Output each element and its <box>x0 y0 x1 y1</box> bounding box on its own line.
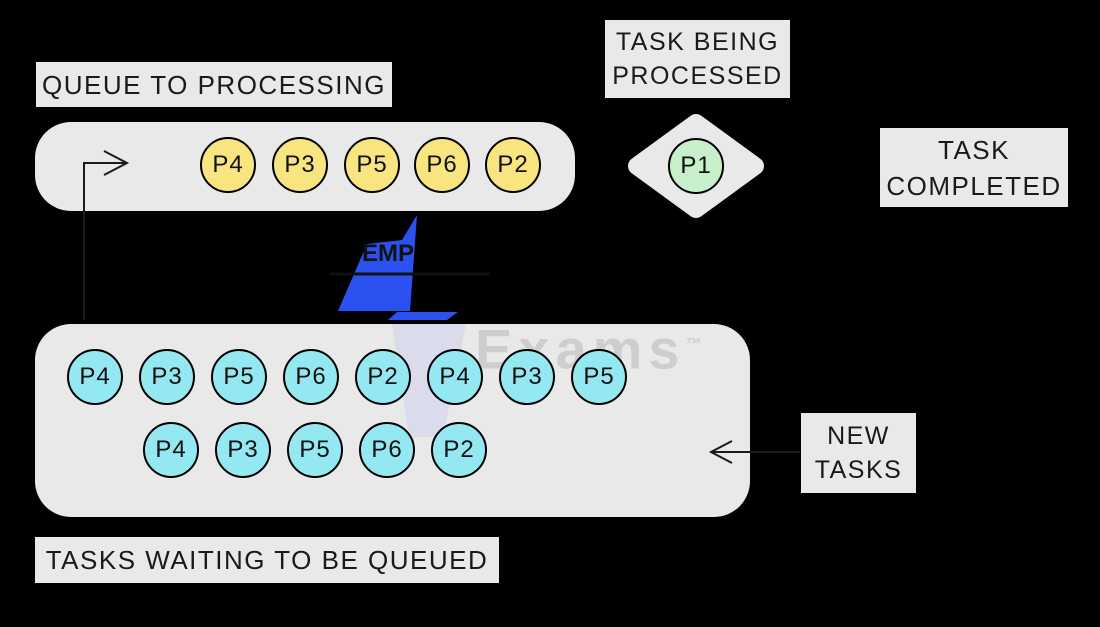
waiting-item: P4 <box>427 349 483 405</box>
watermark-tm: ™ <box>685 336 702 353</box>
task-completed-label: TASK COMPLETED <box>880 128 1068 207</box>
waiting-item: P4 <box>67 349 123 405</box>
processing-item: P1 <box>668 138 724 194</box>
queue-item: P5 <box>344 137 400 193</box>
queue-to-processing-label: QUEUE TO PROCESSING <box>36 62 392 107</box>
task-being-processed-label: TASK BEING PROCESSED <box>605 20 790 98</box>
waiting-item: P4 <box>143 422 199 478</box>
waiting-item: P5 <box>287 422 343 478</box>
waiting-item: P2 <box>431 422 487 478</box>
waiting-item: P3 <box>139 349 195 405</box>
tasks-waiting-label: TASKS WAITING TO BE QUEUED <box>35 537 499 583</box>
waiting-item: P5 <box>211 349 267 405</box>
waiting-item: P3 <box>499 349 555 405</box>
waiting-item: P5 <box>571 349 627 405</box>
logo-bolt-icon <box>338 215 458 320</box>
queue-item: P3 <box>272 137 328 193</box>
partial-label-fragment: EMP <box>362 240 414 267</box>
waiting-item: P6 <box>283 349 339 405</box>
queue-item: P4 <box>200 137 256 193</box>
waiting-item: P2 <box>355 349 411 405</box>
waiting-item: P3 <box>215 422 271 478</box>
queue-item: P6 <box>414 137 470 193</box>
new-tasks-label: NEW TASKS <box>801 413 916 493</box>
waiting-item: P6 <box>359 422 415 478</box>
queue-item: P2 <box>485 137 541 193</box>
